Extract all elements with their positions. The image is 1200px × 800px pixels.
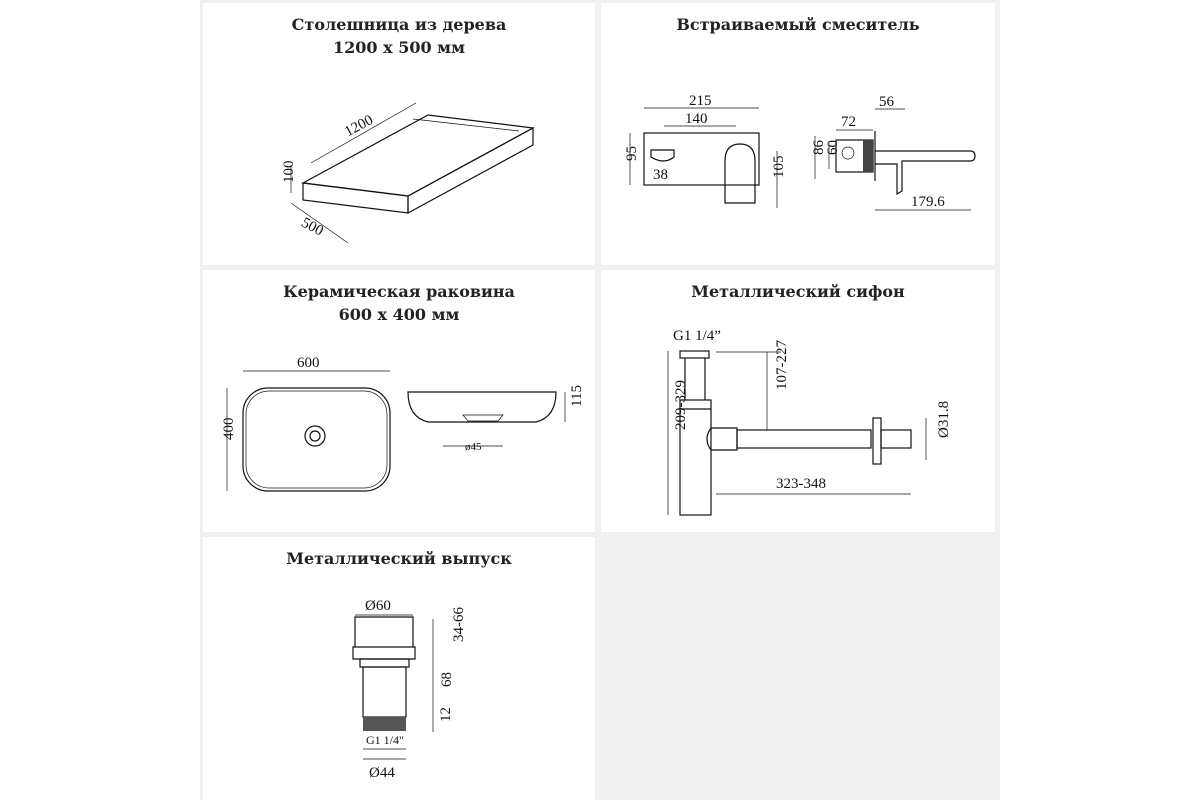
- dim-45: ø45: [465, 441, 482, 453]
- dim-38: 38: [653, 167, 668, 183]
- dim-width: 500: [299, 215, 326, 240]
- dim-g114: G1 1/4”: [673, 328, 721, 344]
- dim-44: Ø44: [369, 765, 395, 781]
- title-line: Металлический выпуск: [286, 549, 512, 568]
- dim-179-6: 179.6: [911, 194, 945, 210]
- panel-siphon: Металлический сифон G1 1/4” 107-227 209-…: [601, 270, 995, 532]
- panel-drain: Металлический выпуск Ø60 34-66 68 12 G1 …: [203, 537, 595, 800]
- dim-72: 72: [841, 114, 856, 130]
- drain-drawing: Ø60 34-66 68 12 G1 1/4" Ø44: [352, 598, 467, 781]
- panel-countertop: Столешница из дерева 1200 x 500 мм 1200 1…: [203, 3, 595, 265]
- dim-209-329: 209-329: [673, 380, 689, 430]
- panel-title: Встраиваемый смеситель: [601, 13, 995, 36]
- panel-title: Керамическая раковина 600 x 400 мм: [203, 280, 595, 326]
- dim-115: 115: [569, 385, 585, 407]
- sink-drawing: 600 400 115 ø45: [221, 355, 585, 492]
- dim-g114: G1 1/4": [366, 733, 404, 747]
- diagram-grid: Столешница из дерева 1200 x 500 мм 1200 1…: [200, 0, 1000, 800]
- title-line: Столешница из дерева: [291, 15, 507, 34]
- dim-height: 100: [281, 161, 297, 184]
- dim-60: Ø60: [365, 598, 391, 614]
- panel-title: Металлический выпуск: [203, 547, 595, 570]
- dim-323-348: 323-348: [776, 476, 826, 492]
- dim-107-227: 107-227: [774, 340, 790, 390]
- title-subline: 1200 x 500 мм: [333, 38, 465, 57]
- dim-56: 56: [879, 94, 895, 110]
- dim-95: 95: [624, 146, 640, 161]
- panel-sink: Керамическая раковина 600 x 400 мм 600 40…: [203, 270, 595, 532]
- dim-34-66: 34-66: [451, 607, 467, 642]
- panel-title: Столешница из дерева 1200 x 500 мм: [203, 13, 595, 59]
- countertop-drawing: 1200 100 500: [281, 102, 535, 244]
- faucet-drawing: 215 140 95 38 105 72 56 86 60 179.6: [624, 93, 976, 211]
- siphon-drawing: G1 1/4” 107-227 209-329 323-348 Ø31.8: [667, 328, 952, 516]
- dim-31-8: Ø31.8: [936, 401, 952, 438]
- dim-68: 68: [439, 672, 455, 687]
- dim-600: 600: [297, 355, 320, 371]
- dim-400: 400: [221, 418, 237, 441]
- title-line: Керамическая раковина: [283, 282, 515, 301]
- dim-12: 12: [438, 707, 454, 722]
- title-subline: 600 x 400 мм: [338, 305, 460, 324]
- title-line: Встраиваемый смеситель: [676, 15, 920, 34]
- panel-faucet: Встраиваемый смеситель 215 140 95 38 105…: [601, 3, 995, 265]
- title-line: Металлический сифон: [691, 282, 905, 301]
- dim-105: 105: [771, 156, 787, 179]
- dim-215: 215: [689, 93, 712, 109]
- dim-86: 86: [811, 140, 827, 156]
- panel-title: Металлический сифон: [601, 280, 995, 303]
- dim-60: 60: [825, 140, 841, 155]
- dim-140: 140: [685, 111, 708, 127]
- dim-length: 1200: [342, 112, 376, 140]
